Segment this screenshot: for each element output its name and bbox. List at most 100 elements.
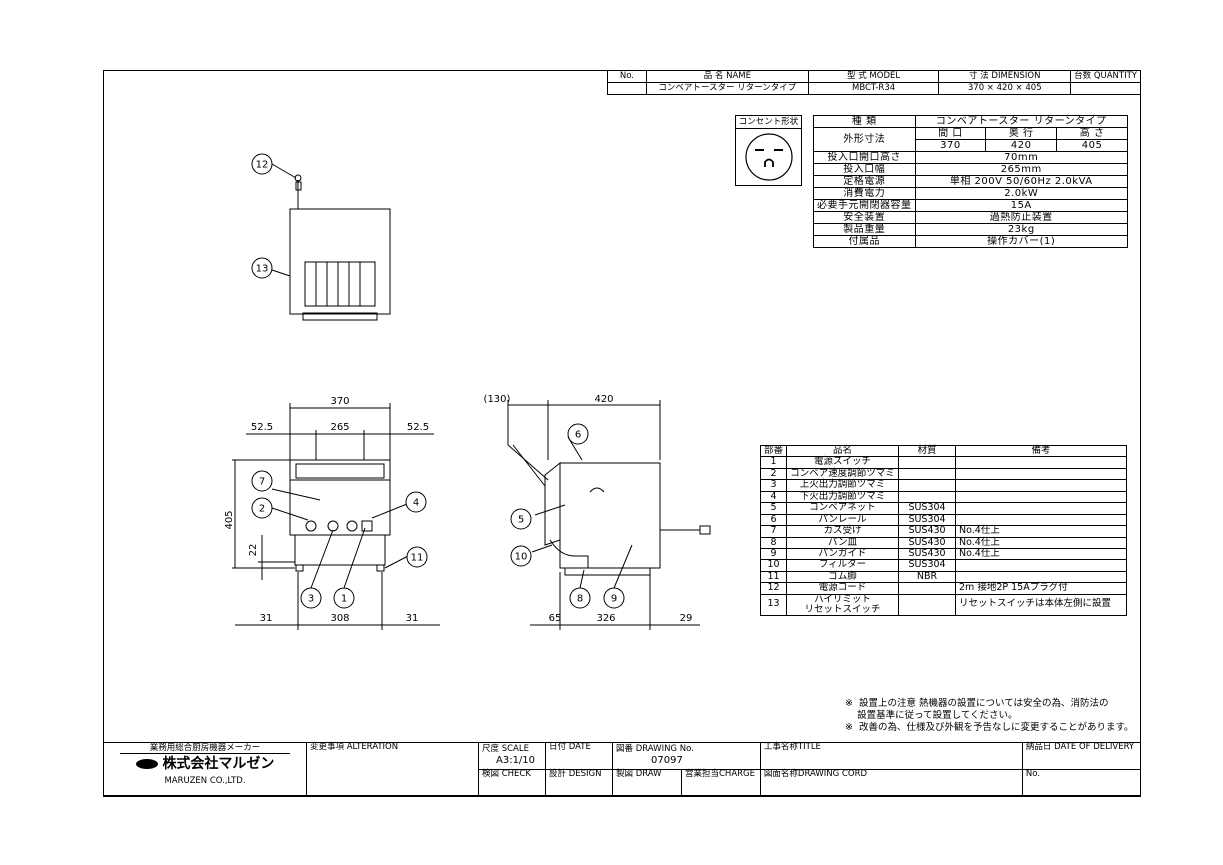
maker-category: 業務用総合厨房機器メーカー: [120, 743, 290, 755]
parts-name-line: ハイリミット: [814, 593, 871, 605]
product-name: コンベアトースター リターンタイプ: [645, 82, 809, 95]
scale-value: A3:1/10: [496, 755, 536, 766]
parts-name: フィルター: [786, 559, 900, 572]
outlet-title: コンセント形状: [736, 116, 801, 129]
parts-no: 7: [759, 525, 788, 538]
spec-depth: 420: [985, 139, 1058, 152]
spec-row-label: 製品重量: [813, 223, 916, 236]
parts-header: 備考: [955, 444, 1127, 458]
company-name-en: MARUZEN CO.,LTD.: [164, 775, 246, 786]
product-dimension: 370 × 420 × 405: [938, 82, 1072, 95]
spec-row-label: 投入口幅: [813, 163, 916, 176]
parts-header: 材質: [898, 444, 957, 458]
drawing-cord-cell: 図面名称DRAWING CORD: [759, 769, 1023, 797]
parts-no: 2: [759, 467, 788, 481]
parts-no: 13: [759, 593, 788, 616]
parts-name: パンガイド: [786, 547, 900, 561]
spec-row-value: 15A: [914, 199, 1128, 212]
parts-no: 9: [759, 547, 788, 561]
note-line-3: ※ 改善の為、仕様及び外観を予告なしに変更することがあります。: [845, 722, 1134, 733]
spec-table: 種 類 コンベアトースター リターンタイプ 外形寸法 間 口 奥 行 高 さ 3…: [813, 115, 1128, 248]
parts-material: [898, 490, 957, 504]
row-no: [607, 82, 647, 95]
parts-name: 下火出力調節ツマミ: [786, 490, 900, 504]
spec-type-label: 種 類: [813, 115, 916, 128]
parts-material: [898, 593, 957, 616]
parts-no: 6: [759, 513, 788, 527]
spec-outer-label: 外形寸法: [813, 127, 916, 152]
spec-depth-label: 奥 行: [985, 127, 1058, 140]
company-logo: 株式会社マルゼン: [105, 757, 305, 772]
spec-row-value: 23kg: [914, 223, 1128, 236]
no-cell: No.: [1021, 769, 1142, 797]
parts-note: [955, 559, 1127, 572]
parts-no: 1: [759, 456, 788, 469]
parts-header: 品名: [786, 444, 900, 458]
logo-icon: [135, 759, 158, 770]
drawing-no-cell: 図番 DRAWING No. 07097: [612, 742, 761, 770]
parts-name: ハイリミット リセットスイッチ: [786, 593, 900, 616]
company-cell: 業務用総合厨房機器メーカー 株式会社マルゼン MARUZEN CO.,LTD.: [103, 742, 307, 797]
header-model: 型 式 MODEL: [807, 70, 940, 83]
check-cell: 検図 CHECK: [478, 769, 546, 797]
parts-name: パンレール: [786, 513, 900, 527]
parts-header: 部番: [759, 444, 788, 458]
title-cell: 工事名称TITLE: [759, 742, 1023, 770]
parts-material: [898, 467, 957, 481]
parts-note: [955, 467, 1127, 481]
parts-no: 8: [759, 536, 788, 549]
parts-material: SUS430: [898, 525, 957, 538]
parts-name: パン皿: [786, 536, 900, 549]
draw-cell: 製図 DRAW: [612, 769, 682, 797]
note-line-2: 設置基準に従って設置してください。: [845, 710, 1018, 721]
parts-material: SUS430: [898, 547, 957, 561]
parts-note: [955, 456, 1127, 469]
company-name-jp: 株式会社マルゼン: [162, 756, 275, 773]
spec-row-label: 投入口開口高さ: [813, 151, 916, 164]
parts-no: 5: [759, 502, 788, 515]
parts-material: [898, 456, 957, 469]
parts-name: 電源コード: [786, 582, 900, 595]
spec-row-label: 必要手元開閉器容量: [813, 199, 916, 212]
title-block: 業務用総合厨房機器メーカー 株式会社マルゼン MARUZEN CO.,LTD. …: [103, 742, 1142, 797]
parts-no: 3: [759, 479, 788, 492]
parts-name: カス受け: [786, 525, 900, 538]
parts-no: 10: [759, 559, 788, 572]
parts-note: リセットスイッチは本体左側に設置: [955, 593, 1127, 616]
spec-row-value: 2.0kW: [914, 187, 1128, 200]
header-name: 品 名 NAME: [645, 70, 809, 83]
outlet-plug-icon: [745, 133, 793, 181]
spec-row-label: 付属品: [813, 235, 916, 248]
parts-no: 12: [759, 582, 788, 595]
date-cell: 日付 DATE: [545, 742, 613, 770]
header-quantity: 台数 QUANTITY: [1070, 70, 1141, 83]
parts-no: 4: [759, 490, 788, 504]
delivery-cell: 納品日 DATE OF DELIVERY: [1021, 742, 1142, 770]
charge-cell: 営業担当CHARGE: [681, 769, 761, 797]
spec-row-label: 安全装置: [813, 211, 916, 224]
spec-height-label: 高 さ: [1056, 127, 1128, 140]
parts-note: 2m 接地2P 15Aプラグ付: [955, 582, 1127, 595]
spec-width: 370: [914, 139, 987, 152]
parts-note: [955, 479, 1127, 492]
header-table: No. 品 名 NAME 型 式 MODEL 寸 法 DIMENSION 台数 …: [607, 70, 1141, 95]
note-line-1: ※ 設置上の注意 熱機器の設置については安全の為、消防法の: [845, 698, 1109, 709]
spec-row-value: 過熱防止装置: [914, 211, 1128, 224]
parts-note: No.4仕上: [955, 547, 1127, 561]
parts-note: [955, 513, 1127, 527]
spec-row-label: 定格電源: [813, 175, 916, 188]
spec-type-value: コンベアトースター リターンタイプ: [914, 115, 1128, 128]
scale-cell: 尺度 SCALE A3:1/10: [478, 742, 546, 770]
spec-row-value: 単相 200V 50/60Hz 2.0kVA: [914, 175, 1128, 188]
parts-material: SUS304: [898, 502, 957, 515]
parts-name: 上火出力調節ツマミ: [786, 479, 900, 492]
parts-name: ゴム脚: [786, 570, 900, 584]
parts-name: コンベアネット: [786, 502, 900, 515]
